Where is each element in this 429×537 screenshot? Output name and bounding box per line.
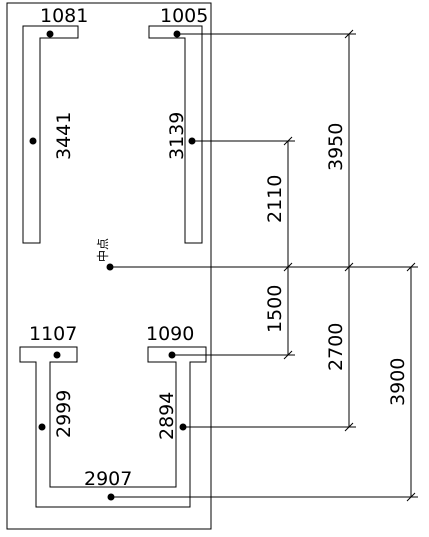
- label-top-left-cap: 1081: [40, 5, 88, 27]
- label-bottom-base: 2907: [84, 468, 132, 490]
- outer-frame: [6, 2, 212, 530]
- top-right-member: [148, 25, 203, 244]
- label-top-left-web: 3441: [53, 112, 75, 160]
- bottom-u-member: [19, 346, 207, 508]
- label-bottom-left-web: 2999: [53, 390, 75, 438]
- dot-bottom-left-web: [38, 423, 46, 431]
- label-midpoint: 中点: [95, 238, 110, 262]
- dim-mid-total: 2700: [325, 323, 347, 371]
- dot-top-left-cap: [46, 30, 54, 38]
- dot-bottom-left-cap: [53, 351, 61, 359]
- dim-upper-span: 2110: [264, 175, 286, 223]
- label-top-right-web: 3139: [166, 112, 188, 160]
- dim-bottom-total: 3900: [387, 358, 409, 406]
- label-bottom-right-web: 2894: [156, 392, 178, 440]
- dim-lower-span: 1500: [264, 285, 286, 333]
- dimension-lines: [283, 29, 416, 502]
- leader-lines: [110, 33, 418, 498]
- label-bottom-right-cap: 1090: [146, 323, 194, 345]
- top-left-member: [22, 25, 79, 244]
- dim-top-total: 3950: [325, 123, 347, 171]
- dot-top-left-web: [29, 137, 37, 145]
- label-bottom-left-cap: 1107: [29, 323, 77, 345]
- label-top-right-cap: 1005: [160, 5, 208, 27]
